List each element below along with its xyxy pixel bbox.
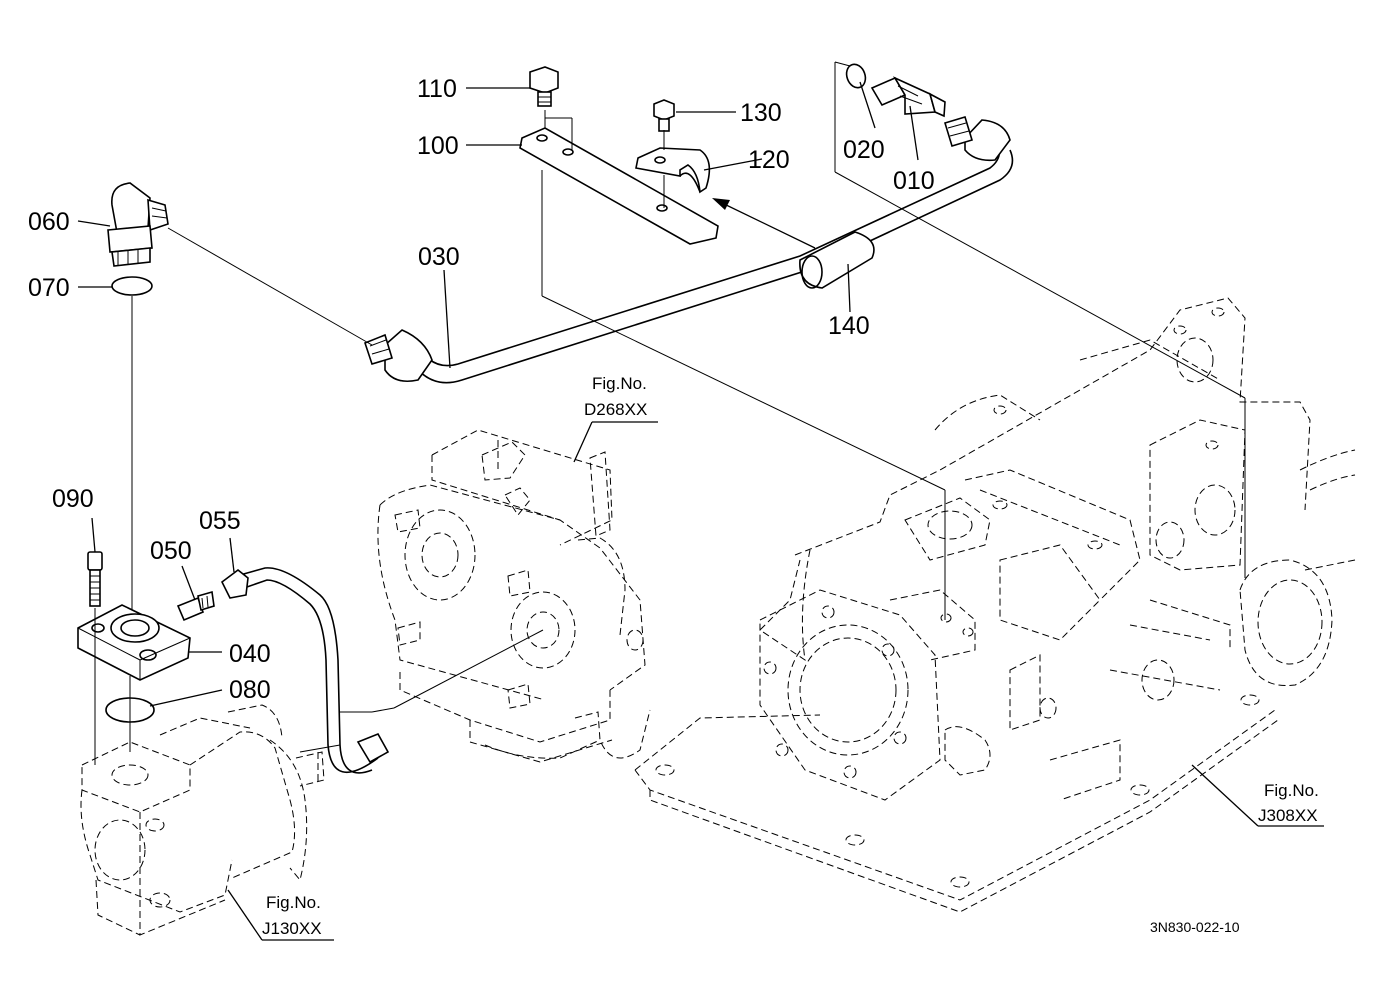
hydraulic-pump-assembly: [80, 704, 325, 936]
fig-ref-d268-caption: Fig.No.: [592, 374, 647, 393]
label-part-100: 100: [417, 132, 459, 160]
label-part-050: 050: [150, 537, 192, 565]
label-part-120: 120: [748, 146, 790, 174]
fig-ref-j308-caption: Fig.No.: [1264, 781, 1319, 800]
label-part-030: 030: [418, 243, 460, 271]
adapter-fitting-010[interactable]: [870, 76, 946, 118]
label-part-080: 080: [229, 676, 271, 704]
label-part-130: 130: [740, 99, 782, 127]
clamp-120[interactable]: [635, 147, 711, 194]
control-valve-assembly: [377, 429, 651, 763]
label-part-020: 020: [843, 136, 885, 164]
bolt-110[interactable]: [529, 66, 559, 107]
hydraulic-pipe-030[interactable]: [364, 116, 1014, 384]
drawing-code: 3N830-022-10: [1150, 919, 1240, 935]
pipe-055[interactable]: [220, 567, 390, 774]
o-ring-020[interactable]: [843, 62, 868, 91]
fig-ref-j130-code[interactable]: J130XX: [262, 919, 322, 938]
label-part-055: 055: [199, 507, 241, 535]
fig-ref-d268-code[interactable]: D268XX: [584, 400, 647, 419]
nipple-fitting-050[interactable]: [176, 590, 215, 622]
label-part-040: 040: [229, 640, 271, 668]
bolt-130[interactable]: [653, 99, 675, 132]
mounting-bracket-100[interactable]: [519, 127, 719, 245]
assembly-lines: [94, 61, 1246, 765]
label-part-140: 140: [828, 312, 870, 340]
transmission-case: [634, 297, 1356, 913]
label-part-070: 070: [28, 274, 70, 302]
grommet-140[interactable]: [799, 231, 875, 289]
pump-flange-040[interactable]: [77, 604, 191, 681]
fig-ref-j130-caption: Fig.No.: [266, 893, 321, 912]
label-part-090: 090: [52, 485, 94, 513]
fig-ref-j308-code[interactable]: J308XX: [1258, 806, 1318, 825]
o-ring-070[interactable]: [111, 276, 153, 296]
label-part-110: 110: [417, 75, 457, 103]
leader-lines: [77, 81, 1324, 941]
label-part-060: 060: [28, 208, 70, 236]
socket-bolt-090[interactable]: [87, 551, 103, 607]
elbow-fitting-060[interactable]: [107, 182, 169, 267]
label-part-010: 010: [893, 167, 935, 195]
